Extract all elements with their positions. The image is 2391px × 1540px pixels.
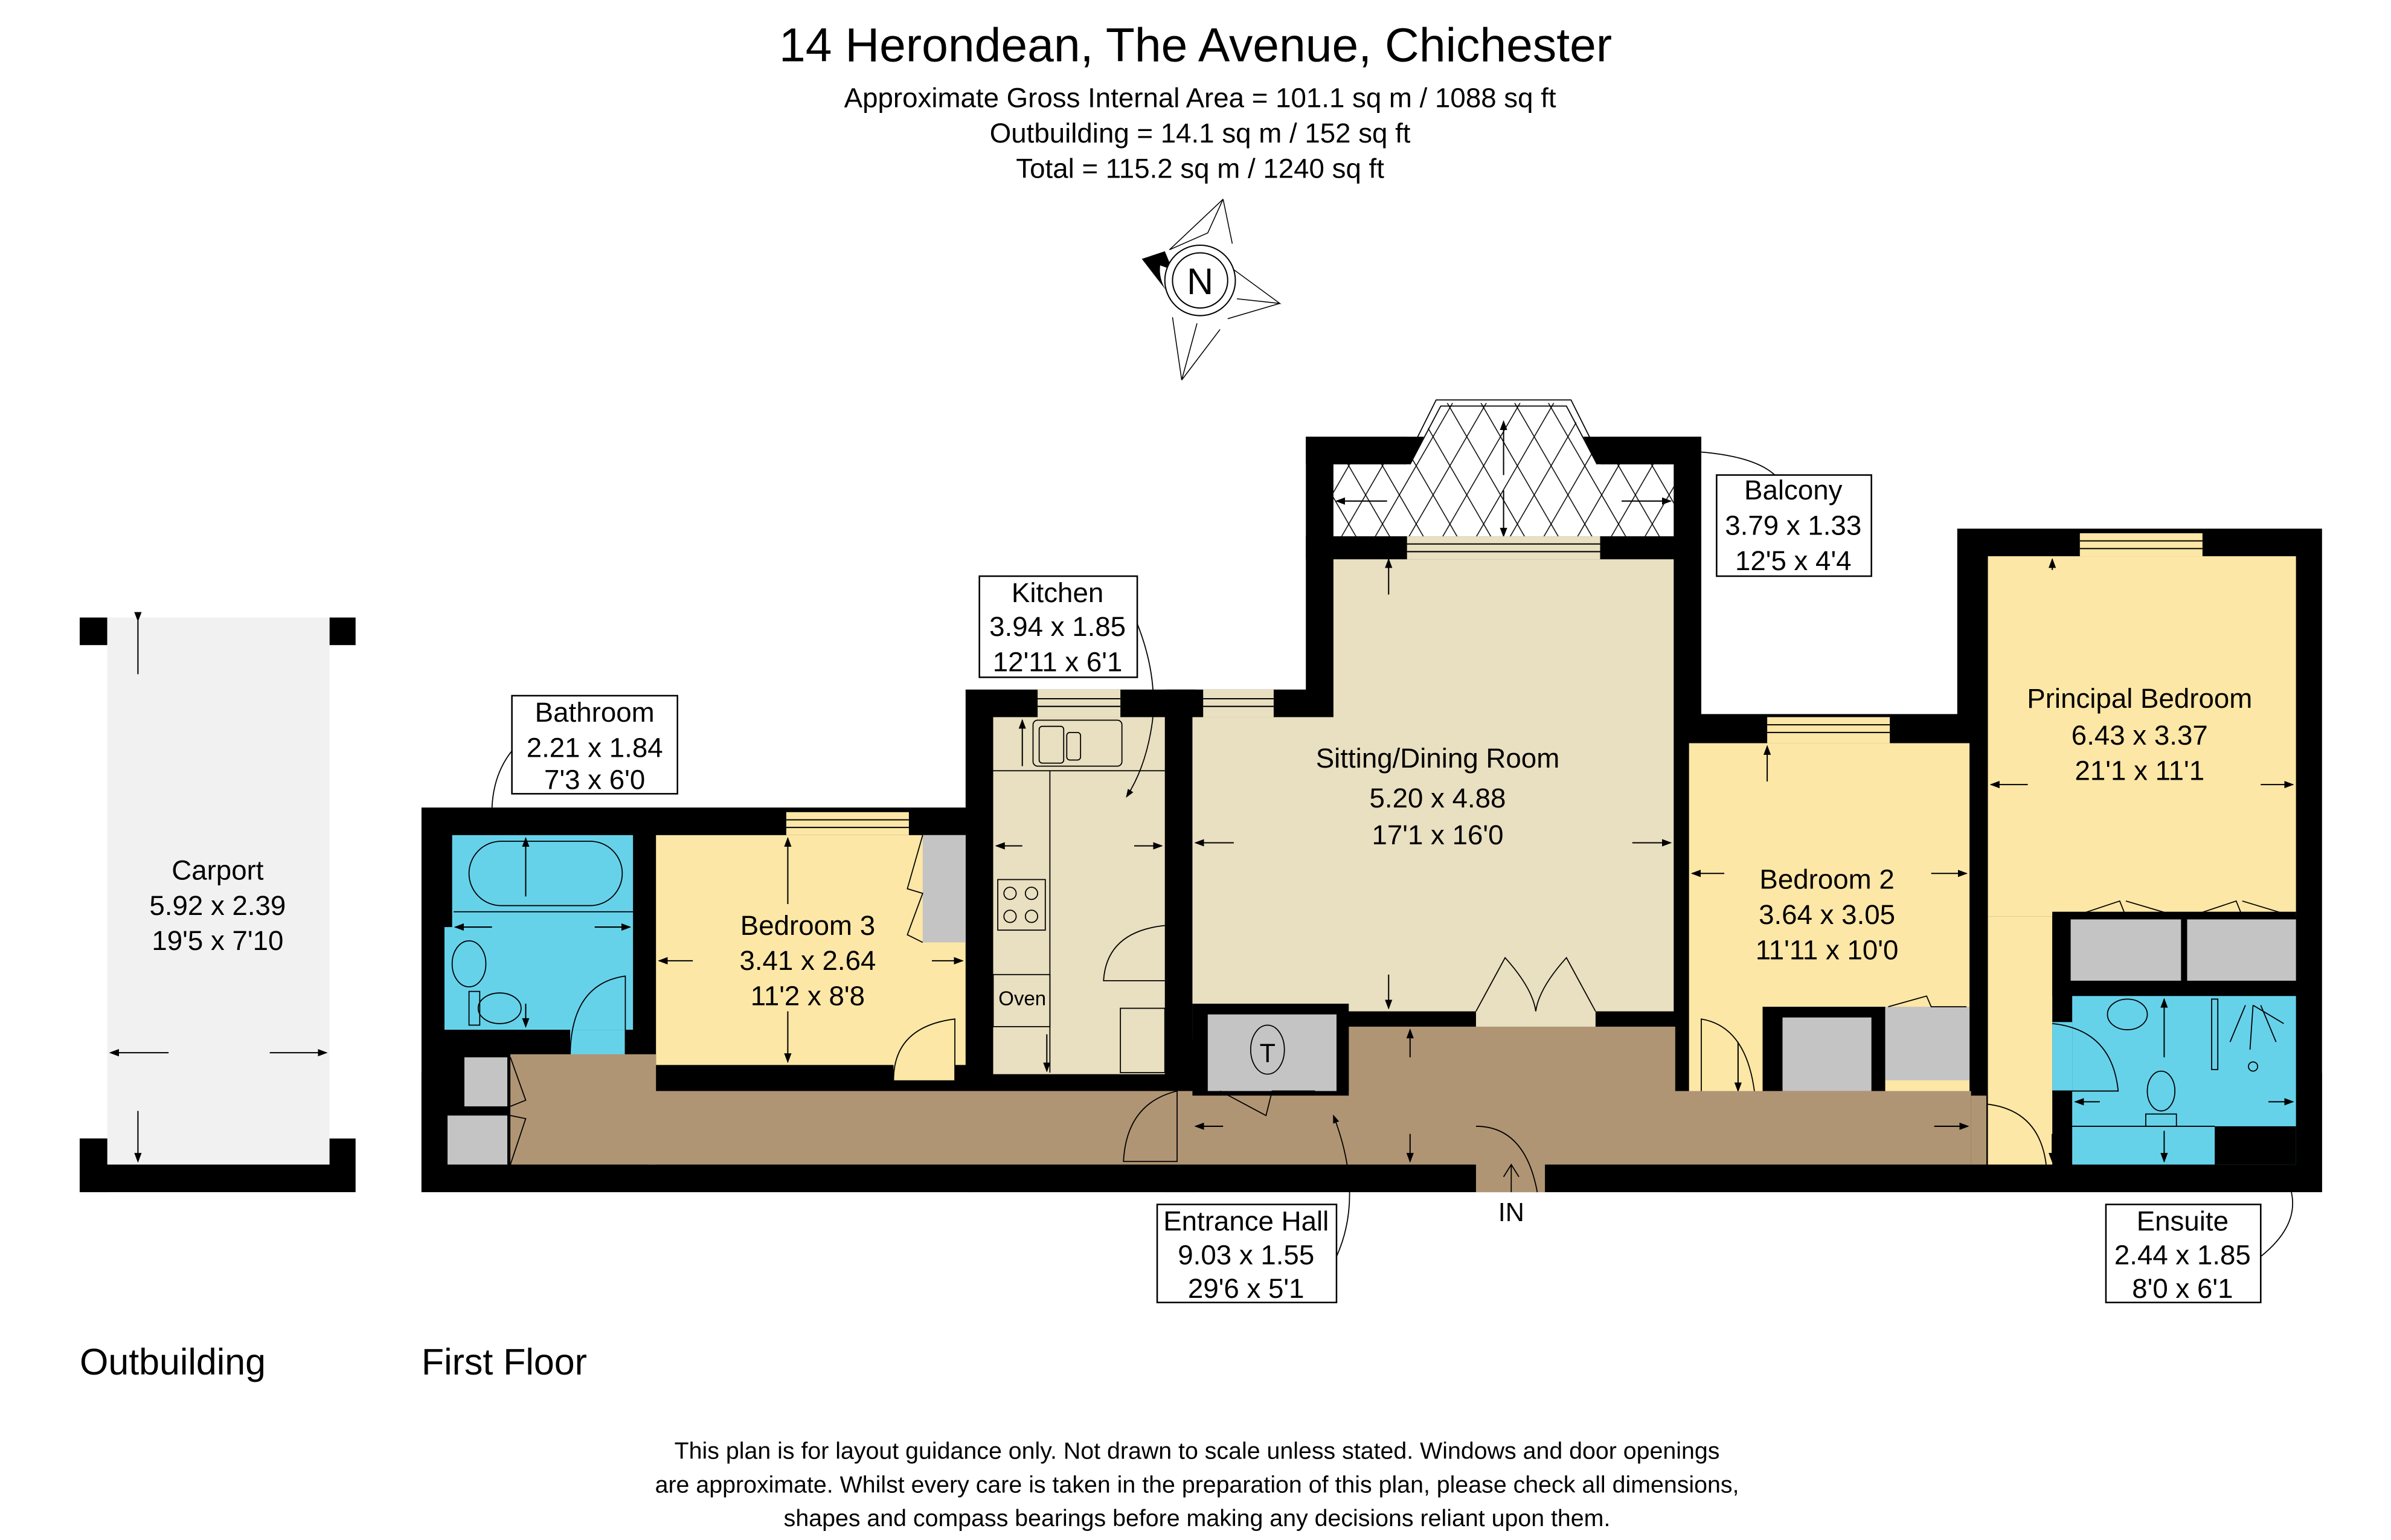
balcony-imperial: 12'5 x 4'4 <box>1735 545 1852 576</box>
bedroom2-imperial: 11'11 x 10'0 <box>1756 934 1899 965</box>
bedroom3-imperial: 11'2 x 8'8 <box>751 980 865 1011</box>
header: 14 Herondean, The Avenue, Chichester App… <box>779 18 1612 184</box>
bathroom <box>444 835 634 1057</box>
label-ensuite: Ensuite 2.44 x 1.85 8'0 x 6'1 <box>2105 1192 2294 1304</box>
ensuite-metric: 2.44 x 1.85 <box>2114 1239 2251 1270</box>
balcony-name: Balcony <box>1744 475 1843 505</box>
hall-name: Entrance Hall <box>1163 1205 1329 1236</box>
bathroom-metric: 2.21 x 1.84 <box>527 732 663 763</box>
kitchen: Oven <box>992 689 1166 1074</box>
principal-bedroom: Principal Bedroom 6.43 x 3.37 21'1 x 11'… <box>1972 533 2296 1165</box>
carport: Carport 5.92 x 2.39 19'5 x 7'10 <box>79 612 356 1193</box>
balcony <box>1306 399 1701 560</box>
principal-metric: 6.43 x 3.37 <box>2072 720 2208 751</box>
gross-internal-area: Approximate Gross Internal Area = 101.1 … <box>844 83 1556 114</box>
disclaimer-line-3: shapes and compass bearings before makin… <box>784 1505 1611 1532</box>
entry-label: IN <box>1498 1198 1524 1227</box>
bedroom3-name: Bedroom 3 <box>740 910 875 941</box>
compass-north-label: N <box>1187 261 1213 302</box>
entrance-hall: T IN <box>448 1003 1987 1227</box>
bedroom2-metric: 3.64 x 3.05 <box>1759 899 1895 930</box>
balcony-metric: 3.79 x 1.33 <box>1725 510 1861 541</box>
total-area: Total = 115.2 sq m / 1240 sq ft <box>1016 153 1384 184</box>
carport-name: Carport <box>172 855 264 885</box>
sitting-metric: 5.20 x 4.88 <box>1370 783 1506 813</box>
compass-icon: N <box>1141 199 1282 380</box>
hall-metric: 9.03 x 1.55 <box>1178 1239 1314 1270</box>
bedroom2-name: Bedroom 2 <box>1759 864 1894 895</box>
bedroom3-metric: 3.41 x 2.64 <box>739 945 876 976</box>
outbuilding-floor-label: Outbuilding <box>80 1341 266 1382</box>
kitchen-name: Kitchen <box>1012 577 1103 608</box>
kitchen-imperial: 12'11 x 6'1 <box>993 646 1123 677</box>
ensuite-imperial: 8'0 x 6'1 <box>2132 1273 2233 1304</box>
hall-imperial: 29'6 x 5'1 <box>1188 1273 1305 1304</box>
outbuilding-area: Outbuilding = 14.1 sq m / 152 sq ft <box>990 118 1411 149</box>
principal-name: Principal Bedroom <box>2027 683 2252 714</box>
plan-title: 14 Herondean, The Avenue, Chichester <box>779 18 1612 71</box>
carport-imperial: 19'5 x 7'10 <box>152 925 283 956</box>
tank-label: T <box>1260 1039 1276 1068</box>
ensuite-name: Ensuite <box>2137 1205 2229 1236</box>
sitting-imperial: 17'1 x 16'0 <box>1372 820 1503 850</box>
label-bathroom: Bathroom 2.21 x 1.84 7'3 x 6'0 <box>491 695 678 808</box>
label-balcony: Balcony 3.79 x 1.33 12'5 x 4'4 <box>1701 451 1872 577</box>
bedroom-2: Bedroom 2 3.64 x 3.05 11'11 x 10'0 <box>1689 717 1970 1096</box>
disclaimer-line-1: This plan is for layout guidance only. N… <box>675 1438 1720 1465</box>
bathroom-imperial: 7'3 x 6'0 <box>544 765 645 795</box>
kitchen-metric: 3.94 x 1.85 <box>989 611 1126 642</box>
disclaimer: This plan is for layout guidance only. N… <box>655 1438 1739 1532</box>
first-floor-label: First Floor <box>422 1341 587 1382</box>
label-entrance-hall: Entrance Hall 9.03 x 1.55 29'6 x 5'1 <box>1156 1114 1350 1304</box>
disclaimer-line-2: are approximate. Whilst every care is ta… <box>655 1471 1739 1498</box>
sitting-dining-room: Sitting/Dining Room 5.20 x 4.88 17'1 x 1… <box>1192 536 1674 1039</box>
sitting-name: Sitting/Dining Room <box>1316 743 1560 774</box>
bedroom-3: Bedroom 3 3.41 x 2.64 11'2 x 8'8 <box>656 812 966 1080</box>
bathroom-name: Bathroom <box>535 697 655 728</box>
carport-metric: 5.92 x 2.39 <box>149 890 286 921</box>
oven-label: Oven <box>998 987 1046 1009</box>
principal-imperial: 21'1 x 11'1 <box>2075 755 2204 786</box>
label-kitchen: Kitchen 3.94 x 1.85 12'11 x 6'1 <box>978 575 1154 798</box>
hob-icon <box>997 879 1046 931</box>
ensuite <box>2052 996 2296 1165</box>
